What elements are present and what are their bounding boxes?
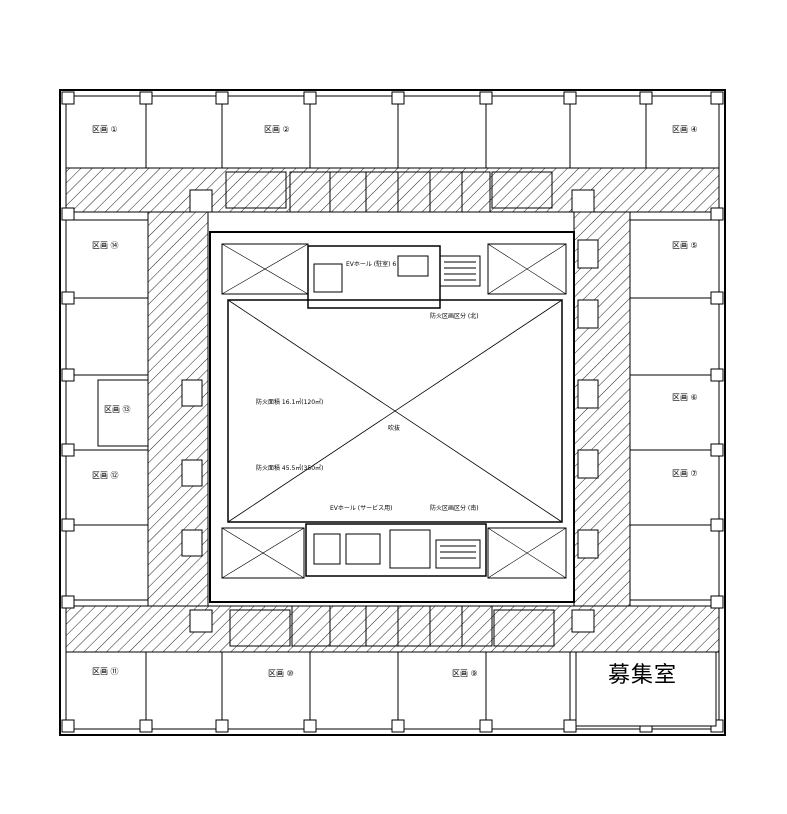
room-label-12: 区画 ⑫ (92, 471, 119, 480)
room-labels: 区画 ① 区画 ② 区画 ④ 区画 ⑭ 区画 ⑤ 区画 ⑬ 区画 ⑥ 区画 ⑫ … (92, 125, 698, 678)
room-label-11: 区画 ⑪ (92, 667, 119, 676)
building-outline (59, 89, 726, 736)
room-label-7: 区画 ⑦ (672, 469, 698, 478)
west-room (97, 379, 149, 447)
room-label-13: 区画 ⑬ (104, 405, 131, 414)
room-label-9: 区画 ⑨ (452, 669, 478, 678)
fire-spec-south-label: 防火区画区分 (南) (430, 504, 479, 512)
room-label-5: 区画 ⑤ (672, 241, 698, 250)
north-core (225, 171, 553, 309)
fire-area-label-3: 防火面積 45.5㎡(350㎡) (256, 464, 323, 472)
room-label-2: 区画 ② (264, 125, 290, 134)
void-label: 吹抜 (388, 424, 400, 432)
space-annotations: EVホール (駐室) 6 EVホール (サービス用) 吹抜 防火区画区分 (北)… (256, 260, 479, 512)
perimeter-corridors (65, 167, 720, 653)
ev-hall-south-label: EVホール (サービス用) (330, 504, 393, 512)
room-label-6: 区画 ⑥ (672, 393, 698, 402)
room-label-10: 区画 ⑩ (268, 669, 294, 678)
vacant-room-area (575, 651, 717, 727)
room-label-14: 区画 ⑭ (92, 241, 119, 250)
south-core (229, 523, 555, 647)
fire-spec-north-label: 防火区画区分 (北) (430, 312, 479, 320)
fire-area-label-1: 防火面積 16.1㎡(120㎡) (256, 398, 323, 406)
atrium-void (209, 231, 575, 603)
room-label-1: 区画 ① (92, 125, 118, 134)
room-label-4: 区画 ④ (672, 125, 698, 134)
vacant-room-callout: 募集室 (608, 663, 677, 688)
side-shafts (181, 189, 599, 633)
ev-hall-north-label: EVホール (駐室) 6 (346, 260, 396, 268)
